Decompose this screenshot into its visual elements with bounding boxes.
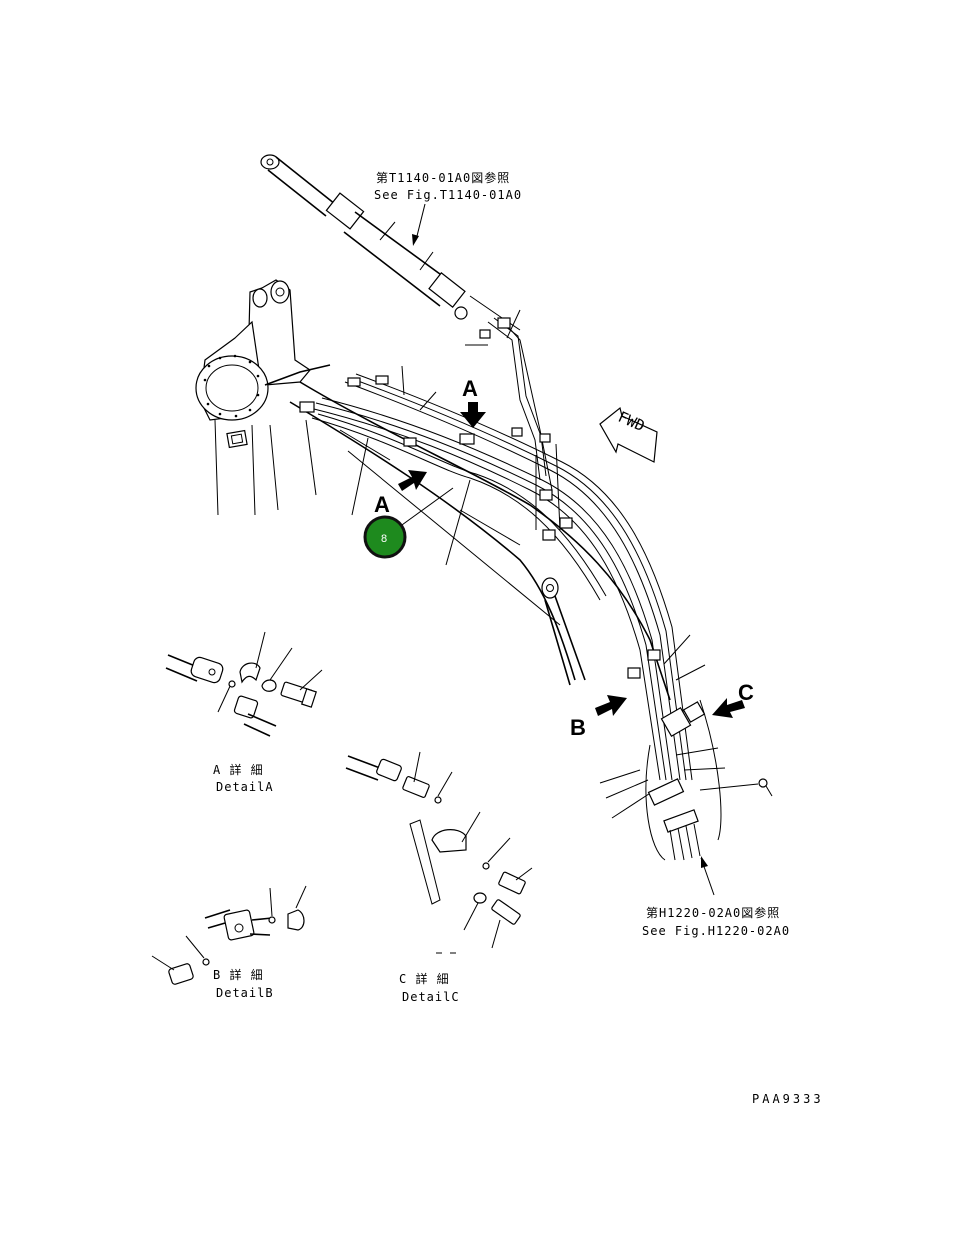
- view-label-c: C: [738, 680, 754, 705]
- view-label-b: B: [570, 715, 586, 740]
- detail-b-parts: [151, 885, 307, 985]
- top-ref-en: See Fig.T1140-01A0: [374, 188, 522, 202]
- detail-c-en: DetailC: [402, 990, 460, 1004]
- detail-c-parts: [345, 751, 533, 954]
- detail-b-en: DetailB: [216, 986, 274, 1000]
- boom-cylinder: [260, 154, 521, 331]
- view-arrow-a-top: [460, 402, 486, 428]
- callout-badge[interactable]: 8: [363, 515, 407, 559]
- top-ref-leader: [415, 203, 426, 241]
- view-label-a-side: A: [374, 492, 390, 517]
- callout-badge-text: 8: [381, 533, 387, 545]
- view-label-a-top: A: [462, 376, 478, 401]
- bottom-ref-en: See Fig.H1220-02A0: [642, 924, 790, 938]
- view-arrow-c: [712, 698, 745, 718]
- drawing-number: PAA9333: [752, 1092, 824, 1106]
- detail-c-jp: C 詳 細: [399, 971, 450, 986]
- boom-end-fittings: [645, 699, 722, 861]
- detail-b-jp: B 詳 細: [213, 967, 264, 982]
- callout-badge-circle: [363, 515, 407, 559]
- hydraulic-pipe-bundle: [299, 317, 693, 781]
- view-arrow-a-side: [398, 470, 427, 491]
- fwd-arrow-icon: FWD: [599, 406, 658, 463]
- boom-body: [264, 364, 671, 701]
- leader-lines: [347, 309, 773, 819]
- view-arrow-b: [595, 695, 627, 716]
- top-ref-arrowhead: [412, 234, 419, 246]
- bottom-ref-arrowhead: [701, 856, 708, 868]
- detail-a-jp: A 詳 細: [213, 762, 264, 777]
- detail-a-en: DetailA: [216, 780, 274, 794]
- boom-foot-bracket: [195, 279, 317, 516]
- top-ref-jp: 第T1140-01A0図参照: [376, 170, 510, 185]
- bottom-ref-jp: 第H1220-02A0図参照: [646, 905, 780, 920]
- detail-a-parts: [165, 631, 323, 737]
